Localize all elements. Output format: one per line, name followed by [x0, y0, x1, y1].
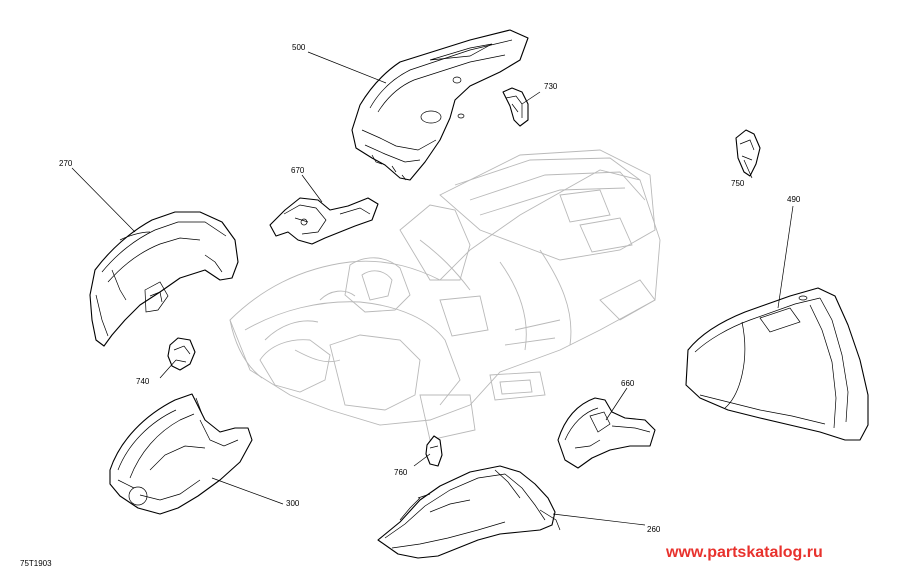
watermark-text: www.partskatalog.ru	[666, 544, 823, 561]
part-490-side-panel	[685, 287, 869, 441]
callout-750: 750	[731, 179, 745, 188]
part-670-inner-bracket	[269, 197, 379, 245]
callout-660: 660	[621, 379, 635, 388]
leader-670	[301, 174, 323, 203]
callout-760: 760	[394, 468, 408, 477]
part-260-footrest-panel	[377, 465, 561, 559]
callout-300: 300	[286, 499, 300, 508]
part-730-bracket	[502, 87, 529, 127]
leader-300	[211, 477, 284, 505]
callout-740: 740	[136, 377, 150, 386]
leader-490	[777, 205, 794, 309]
atv-frame-ghost	[229, 149, 661, 441]
leader-660	[605, 387, 628, 421]
part-740-bracket	[167, 337, 196, 371]
leader-270	[71, 167, 136, 233]
part-500-fender	[351, 29, 529, 181]
part-270-side-panel	[89, 211, 239, 347]
leader-750	[743, 159, 753, 179]
callout-730: 730	[544, 82, 558, 91]
drawing-code: 75T1903	[20, 559, 52, 568]
part-750-bracket	[735, 129, 761, 177]
leader-500	[307, 51, 387, 84]
callout-270: 270	[59, 159, 73, 168]
callout-670: 670	[291, 166, 305, 175]
callout-260: 260	[647, 525, 661, 534]
leader-730	[521, 91, 541, 105]
part-760-bracket	[425, 435, 443, 467]
part-300-nose-panel	[109, 393, 253, 515]
part-660-inner-bracket	[557, 397, 656, 469]
leader-260	[552, 513, 646, 526]
leader-lines	[71, 51, 794, 526]
callout-490: 490	[787, 195, 801, 204]
callout-500: 500	[292, 43, 306, 52]
leader-740	[159, 359, 177, 379]
leader-760	[413, 453, 431, 467]
